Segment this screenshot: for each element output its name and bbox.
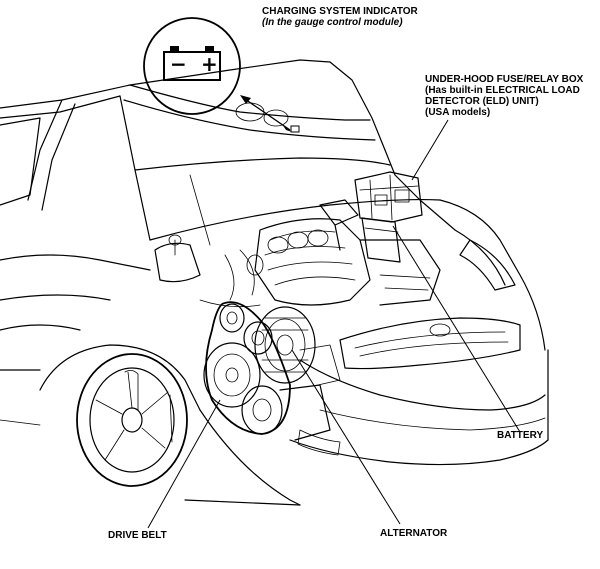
fuse-box-line4: (USA models) (425, 107, 491, 118)
fuse-box-line2: (Has built-in ELECTRICAL LOAD (425, 85, 580, 96)
indicator-arrow (240, 95, 300, 133)
indicator-plus-sign: + (201, 52, 218, 76)
charging-indicator-line1: CHARGING SYSTEM INDICATOR (262, 6, 418, 17)
drive-belt-label: DRIVE BELT (108, 530, 167, 541)
fuse-relay-box (354, 171, 423, 223)
battery-charge-icon (163, 46, 221, 81)
charging-indicator-label: CHARGING SYSTEM INDICATOR (In the gauge … (262, 6, 418, 28)
engine-bay (154, 199, 441, 308)
alternator-assembly (203, 301, 341, 441)
alternator-label: ALTERNATOR (380, 528, 448, 539)
fuse-box-line3: DETECTOR (ELD) UNIT) (425, 96, 539, 107)
fuse-box-line1: UNDER-HOOD FUSE/RELAY BOX (425, 74, 584, 85)
indicator-callout (143, 17, 241, 115)
charging-indicator-line2: (In the gauge control module) (262, 17, 403, 28)
indicator-minus-sign: − (170, 52, 187, 76)
car-body (0, 59, 549, 506)
fuse-box-label: UNDER-HOOD FUSE/RELAY BOX (Has built-in … (425, 74, 583, 118)
front-wheel (76, 353, 188, 487)
battery-label: BATTERY (497, 430, 544, 441)
battery-part (361, 217, 401, 263)
leader-lines (147, 119, 521, 529)
